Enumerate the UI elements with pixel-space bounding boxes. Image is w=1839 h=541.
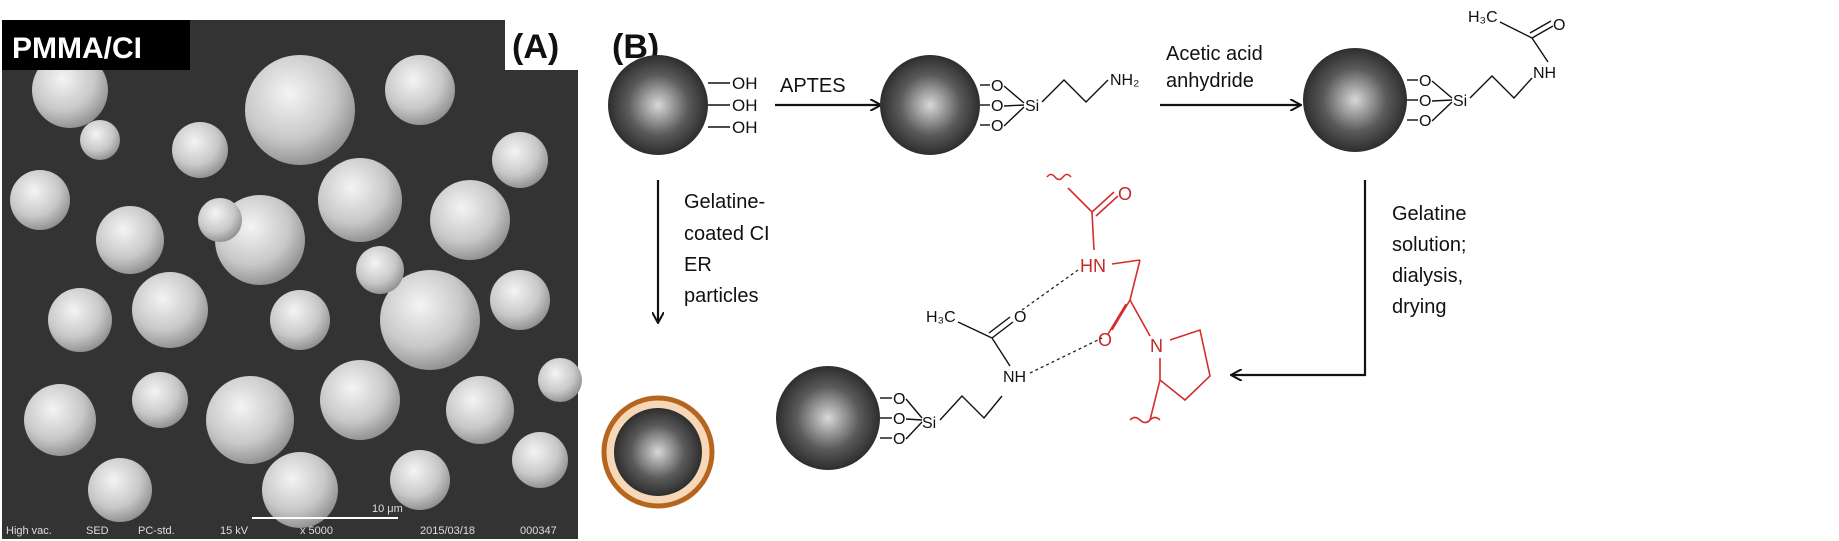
- sem-particle: [32, 52, 108, 128]
- ci-sphere-4: [776, 366, 880, 470]
- ci-core: [614, 408, 702, 496]
- hn-gel: HN: [1080, 256, 1106, 276]
- ci-sphere-2: [880, 55, 980, 155]
- step-solution-1: Gelatine: [1392, 203, 1467, 225]
- panel-a-label-box: [505, 20, 581, 70]
- sem-particle: [270, 290, 330, 350]
- gelatine-coated-particle: [601, 395, 715, 509]
- ci-particle-gelatine-bound: O O O Si NH O H₃C: [776, 309, 1026, 470]
- o-2b: O: [991, 98, 1003, 115]
- sem-particle: [198, 198, 242, 242]
- o-3b: O: [1419, 93, 1431, 110]
- sem-particle: [390, 450, 450, 510]
- oh-3: OH: [732, 118, 758, 137]
- sem-particle: [320, 360, 400, 440]
- o-4d: O: [1014, 309, 1026, 326]
- ci-sphere-3: [1303, 48, 1407, 152]
- sem-particle: [430, 180, 510, 260]
- o-2c: O: [991, 118, 1003, 135]
- sem-particle: [446, 376, 514, 444]
- step-solution-4: drying: [1392, 296, 1446, 318]
- o-4c: O: [893, 431, 905, 448]
- footer-sed: SED: [86, 525, 109, 537]
- o-3c: O: [1419, 113, 1431, 130]
- gelatine-chain: O HN O N: [1046, 173, 1211, 424]
- footer-id: 000347: [520, 525, 557, 537]
- footer-date: 2015/03/18: [420, 525, 475, 537]
- sem-particle: [538, 358, 582, 402]
- ci-particle-acetylated: O O O Si NH O H₃C: [1303, 9, 1565, 152]
- oh-2: OH: [732, 96, 758, 115]
- step-coated-2: coated CI: [684, 223, 770, 245]
- o-4b: O: [893, 411, 905, 428]
- sem-particles: [10, 52, 582, 528]
- o-gel-1: O: [1118, 184, 1132, 204]
- footer-pcstd: PC-std.: [138, 525, 175, 537]
- o-gel-2: O: [1098, 330, 1112, 350]
- sem-particle: [490, 270, 550, 330]
- h3c-4: H₃C: [926, 309, 956, 326]
- sem-particle: [356, 246, 404, 294]
- sem-image: PMMA/CI (A) High vac. SED PC-std. 15 kV …: [2, 20, 582, 539]
- ci-particle-aptes: O O O Si NH₂: [880, 55, 1139, 155]
- h3c-3: H₃C: [1468, 9, 1498, 26]
- step-aptes: APTES: [780, 75, 846, 97]
- sem-particle: [385, 55, 455, 125]
- footer-scale: 10 μm: [372, 503, 403, 515]
- step-acetic-1: Acetic acid: [1166, 43, 1263, 65]
- si-3: Si: [1453, 93, 1467, 110]
- hbond-1: [1029, 337, 1103, 374]
- n-gel: N: [1150, 336, 1163, 356]
- si-4: Si: [922, 415, 936, 432]
- sem-particle: [492, 132, 548, 188]
- nh-4: NH: [1003, 369, 1026, 386]
- o-2a: O: [991, 78, 1003, 95]
- sem-particle: [206, 376, 294, 464]
- ci-particle-hydroxyl: OH OH OH: [608, 55, 758, 155]
- footer-mag: x 5000: [300, 525, 333, 537]
- step-solution-2: solution;: [1392, 234, 1467, 256]
- step-coated-3: ER: [684, 254, 712, 276]
- sem-particle: [380, 270, 480, 370]
- sem-footer: High vac. SED PC-std. 15 kV x 5000 10 μm…: [6, 503, 557, 537]
- ci-sphere-1: [608, 55, 708, 155]
- sem-particle: [172, 122, 228, 178]
- step-coated-4: particles: [684, 285, 758, 307]
- sem-particle: [96, 206, 164, 274]
- sem-particle: [80, 120, 120, 160]
- sem-particle: [24, 384, 96, 456]
- sample-label: PMMA/CI: [12, 32, 142, 65]
- oh-1: OH: [732, 74, 758, 93]
- sem-particle: [132, 272, 208, 348]
- sem-particle: [132, 372, 188, 428]
- sem-particle: [88, 458, 152, 522]
- footer-kv: 15 kV: [220, 525, 249, 537]
- sem-particle: [512, 432, 568, 488]
- sem-particle: [262, 452, 338, 528]
- sem-particle: [318, 158, 402, 242]
- o-3d: O: [1553, 17, 1565, 34]
- arrow-gelatine-solution: [1232, 180, 1367, 375]
- step-coated-1: Gelatine-: [684, 191, 765, 213]
- o-4a: O: [893, 391, 905, 408]
- footer-vac: High vac.: [6, 525, 52, 537]
- sem-particle: [245, 55, 355, 165]
- nh2-2: NH₂: [1110, 72, 1139, 89]
- step-solution-3: dialysis,: [1392, 265, 1463, 287]
- nh-3: NH: [1533, 65, 1556, 82]
- sample-label-box: [2, 20, 190, 70]
- o-3a: O: [1419, 73, 1431, 90]
- sem-particle: [10, 170, 70, 230]
- si-2: Si: [1025, 98, 1039, 115]
- step-acetic-2: anhydride: [1166, 70, 1254, 92]
- hbond-2: [1021, 269, 1079, 311]
- sem-particle: [48, 288, 112, 352]
- panel-a-label: (A): [512, 28, 559, 66]
